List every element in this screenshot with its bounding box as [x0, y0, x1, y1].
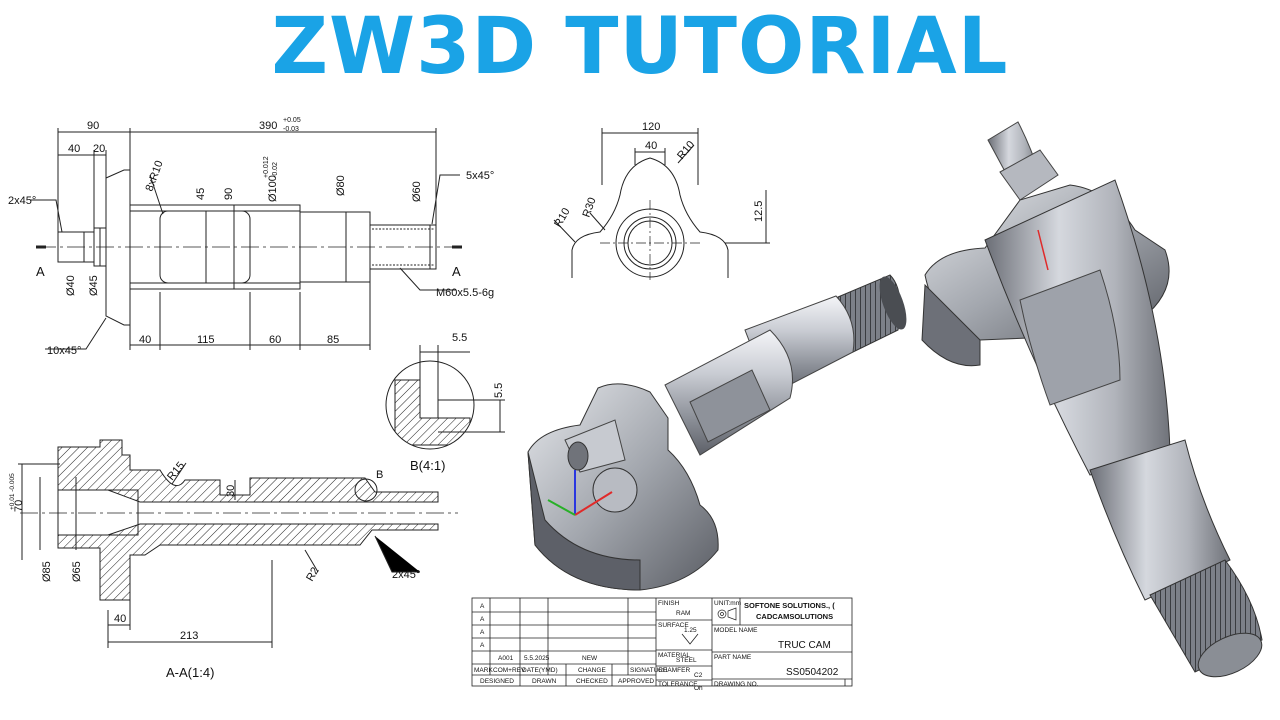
dim-70: 70 — [13, 500, 25, 512]
chamfer-10x45: 10x45° — [47, 345, 81, 357]
dia-40: Ø40 — [65, 275, 77, 296]
dia-100-tol-dn: -0.02 — [272, 162, 279, 178]
rev-row-3: A — [480, 629, 485, 636]
header-rev: COM+REV — [493, 667, 526, 674]
dim-390-tol-dn: -0.03 — [283, 126, 299, 133]
dia-65: Ø65 — [71, 561, 83, 582]
front-view — [30, 128, 462, 350]
part-value: SS0504202 — [786, 667, 839, 678]
section-dim-40: 40 — [114, 613, 126, 625]
radius-r2: R2 — [304, 565, 321, 583]
chamfer-value: C2 — [694, 672, 703, 679]
detail-b — [385, 345, 505, 450]
tolerance-label: TOLERANCE — [658, 681, 698, 688]
dim-b85: 85 — [327, 334, 339, 346]
dim-45: 45 — [195, 188, 207, 200]
projection-symbol-icon — [717, 607, 737, 621]
detail-b-dim-5-5-top: 5.5 — [452, 332, 467, 344]
title-block-text: A A A A A001 5.5.2025 NEW MARK COM+REV D… — [474, 600, 839, 692]
section-dim-213: 213 — [180, 630, 198, 642]
dim-120: 120 — [642, 121, 660, 133]
part-3d-right — [921, 121, 1263, 678]
page-title: ZW3D TUTORIAL — [271, 2, 1009, 92]
chamfer-2x45: 2x45° — [8, 195, 36, 207]
dim-390: 390 — [259, 120, 277, 132]
dia-60: Ø60 — [411, 181, 423, 202]
section-a-right: A — [452, 264, 461, 279]
surface-value: 1.25 — [684, 627, 697, 634]
section-chamfer-2x45: 2x45° — [392, 569, 420, 581]
dim-12-5: 12.5 — [753, 201, 765, 222]
dim-40: 40 — [68, 143, 80, 155]
rev-row-4: A — [480, 642, 485, 649]
header-mark: MARK — [474, 667, 493, 674]
dia-100-tol-up: +0.012 — [263, 156, 270, 178]
radius-r10-top: R10 — [675, 139, 697, 162]
dim-b40: 40 — [139, 334, 151, 346]
fillet-8xr10: 8xR10 — [144, 159, 166, 193]
header-signature: SIGNATURE — [630, 667, 668, 674]
role-drawn: DRAWN — [532, 678, 557, 685]
detail-b-marker: B — [376, 469, 383, 481]
front-view-dimensions: 90 390 +0.05 -0.03 40 20 2x45° 8xR10 45 … — [8, 117, 494, 357]
part-label: PART NAME — [714, 654, 752, 661]
finish-value: RAM — [676, 610, 690, 617]
header-change: CHANGE — [578, 667, 606, 674]
radius-r30: R30 — [581, 196, 599, 219]
part-3d-left — [527, 274, 907, 591]
finish-label: FINISH — [658, 600, 680, 607]
header-date: DATE(YMD) — [522, 667, 558, 674]
surface-label: SURFACE — [658, 622, 689, 629]
rev-row-2: A — [480, 616, 485, 623]
model-label: MODEL NAME — [714, 627, 758, 634]
dim-b60: 60 — [269, 334, 281, 346]
record-mark: A001 — [498, 655, 514, 662]
dim-90-vert: 90 — [223, 188, 235, 200]
dia-80: Ø80 — [335, 175, 347, 196]
chamfer-5x45: 5x45° — [466, 170, 494, 182]
dia-45: Ø45 — [88, 275, 100, 296]
dia-85: Ø85 — [41, 561, 53, 582]
company-line-1: SOFTONE SOLUTIONS., ( — [744, 601, 835, 610]
radius-r10-left: R10 — [552, 206, 572, 229]
dim-20: 20 — [93, 143, 105, 155]
dim-90: 90 — [87, 120, 99, 132]
dim-30: 30 — [225, 485, 237, 497]
dia-100: Ø100 — [267, 175, 279, 202]
dim-390-tol-up: +0.05 — [283, 117, 301, 124]
radius-r15: R15 — [165, 460, 187, 483]
record-date: 5.5.2025 — [524, 655, 550, 662]
rev-row-1: A — [480, 603, 485, 610]
thread-m60: M60x5.5-6g — [436, 287, 494, 299]
record-change: NEW — [582, 655, 598, 662]
detail-b-dim-5-5-side: 5.5 — [493, 383, 505, 398]
role-approved: APPROVED — [618, 678, 654, 685]
title-block — [471, 597, 853, 687]
section-aa-dimensions: 70 +0.01 -0.005 R15 30 B Ø85 Ø65 R2 2x45… — [9, 460, 420, 680]
company-line-2: CADCAMSOLUTIONS — [756, 612, 833, 621]
surface-finish-icon — [681, 633, 699, 645]
model-value: TRUC CAM — [778, 640, 831, 651]
side-view-dimensions: 120 40 R10 R30 R10 12.5 — [552, 121, 765, 230]
unit-label: UNIT:mm — [714, 600, 741, 607]
dim-side-40: 40 — [645, 140, 657, 152]
side-view — [553, 128, 770, 280]
chamfer-label: CHAMFER — [658, 667, 690, 674]
tolerance-value: Oh — [694, 685, 703, 692]
section-aa — [18, 439, 458, 648]
role-checked: CHECKED — [576, 678, 608, 685]
role-designed: DESIGNED — [480, 678, 514, 685]
section-aa-label: A-A(1:4) — [166, 665, 214, 680]
section-a-left: A — [36, 264, 45, 279]
drawing-no-label: DRAWING NO. — [714, 681, 759, 688]
dim-b115: 115 — [197, 334, 215, 346]
dim-70-tol: +0.01 -0.005 — [9, 473, 16, 510]
material-value: STEEL — [676, 657, 697, 664]
material-label: MATERIAL — [658, 652, 690, 659]
detail-b-label: B(4:1) — [410, 458, 445, 473]
